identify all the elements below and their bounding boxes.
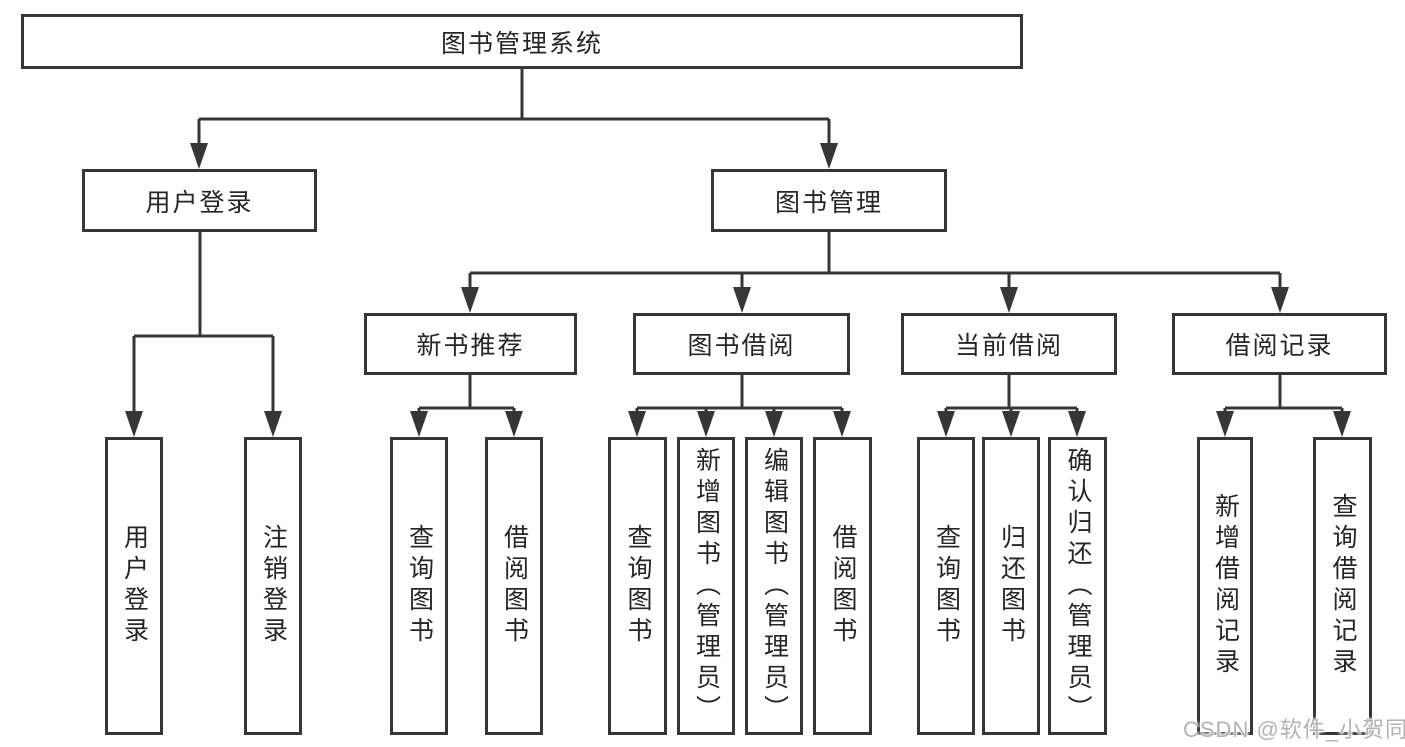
leaf-newbook-borrow-book: 借阅图书 xyxy=(485,437,543,735)
leaf-label: 借阅图书 xyxy=(500,524,529,648)
leaf-logout-login: 注销登录 xyxy=(244,437,302,735)
node-user-login: 用户登录 xyxy=(82,169,317,232)
leaf-label: 注销登录 xyxy=(259,524,288,648)
leaf-borrowing-query-book: 查询图书 xyxy=(608,437,667,735)
leaf-records-query-borrow-record: 查询借阅记录 xyxy=(1313,437,1372,735)
leaf-borrowing-edit-book-admin: 编辑图书（管理员） xyxy=(745,437,803,735)
leaf-borrowing-borrow-book: 借阅图书 xyxy=(813,437,872,735)
leaf-label: 查询图书 xyxy=(624,524,652,648)
leaf-label: 归还图书 xyxy=(997,524,1026,648)
leaf-label: 查询图书 xyxy=(932,524,961,648)
node-new-book-recommendation: 新书推荐 xyxy=(364,313,577,375)
leaf-current-confirm-return-admin: 确认归还（管理员） xyxy=(1048,437,1107,735)
leaf-label: 借阅图书 xyxy=(829,524,857,648)
leaf-newbook-query-book: 查询图书 xyxy=(390,437,448,735)
leaf-label: 查询借阅记录 xyxy=(1329,493,1357,679)
leaf-label: 新增图书（管理员） xyxy=(692,446,721,726)
leaf-label: 确认归还（管理员） xyxy=(1064,446,1092,726)
leaf-user-login: 用户登录 xyxy=(105,437,163,735)
node-current-borrowing: 当前借阅 xyxy=(901,313,1117,375)
leaf-borrowing-add-book-admin: 新增图书（管理员） xyxy=(677,437,735,735)
leaf-label: 新增借阅记录 xyxy=(1211,493,1240,679)
node-borrowing-records: 借阅记录 xyxy=(1172,313,1387,375)
leaf-label: 编辑图书（管理员） xyxy=(760,446,789,726)
node-book-management: 图书管理 xyxy=(711,169,947,232)
leaf-records-add-borrow-record: 新增借阅记录 xyxy=(1197,437,1253,735)
leaf-current-return-book: 归还图书 xyxy=(982,437,1040,735)
arrowheads xyxy=(125,143,1351,437)
node-book-borrowing: 图书借阅 xyxy=(633,313,850,375)
leaf-current-query-book: 查询图书 xyxy=(917,437,975,735)
node-library-management-system: 图书管理系统 xyxy=(21,14,1023,69)
csdn-watermark: CSDN @软件_小贺同学 xyxy=(1183,717,1405,742)
leaf-label: 用户登录 xyxy=(120,524,149,648)
leaf-label: 查询图书 xyxy=(405,524,434,648)
